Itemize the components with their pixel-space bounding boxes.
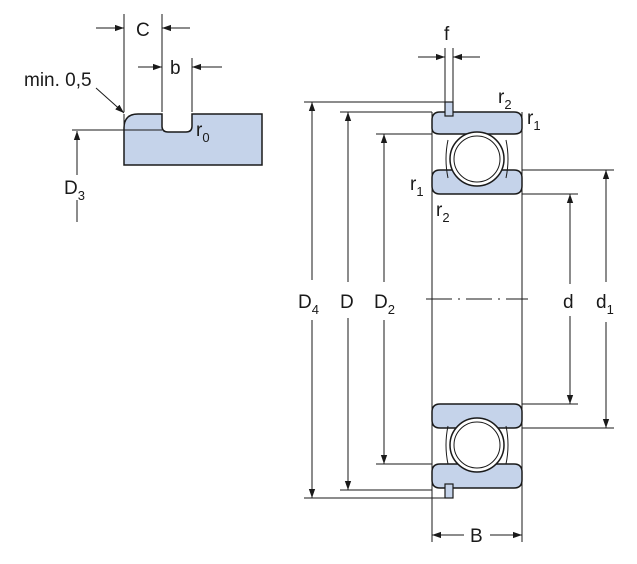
chamfer-leader [95, 87, 125, 114]
detail-body [123, 113, 263, 166]
label-min-chamfer: min. 0,5 [24, 70, 92, 91]
label-d1: d1 [596, 292, 614, 317]
groove-detail: C b min. 0,5 r0 D3 [24, 14, 263, 222]
ball-top [449, 131, 505, 187]
snap-ring-bottom [444, 483, 454, 499]
label-B: B [470, 526, 483, 547]
ball-bottom [449, 417, 505, 473]
snap-ring-top [444, 101, 454, 117]
bearing-section: f r2 r1 r1 r2 D4 D D2 d d1 [298, 24, 614, 547]
label-r2-mid: r2 [436, 200, 450, 225]
label-r0: r0 [196, 120, 210, 145]
label-f: f [444, 24, 450, 45]
outer-ring-top [431, 111, 523, 135]
label-D: D [340, 292, 354, 313]
outer-ring-bottom [431, 463, 523, 489]
label-r1-mid: r1 [410, 174, 424, 199]
label-r2-top: r2 [498, 87, 512, 112]
label-C: C [136, 20, 150, 41]
label-D2: D2 [374, 292, 395, 317]
label-d: d [563, 292, 574, 313]
label-D4: D4 [298, 292, 319, 317]
label-b: b [170, 58, 181, 79]
inner-ring-bottom [431, 403, 523, 429]
label-D3: D3 [64, 178, 85, 203]
label-r1-top: r1 [527, 108, 541, 133]
